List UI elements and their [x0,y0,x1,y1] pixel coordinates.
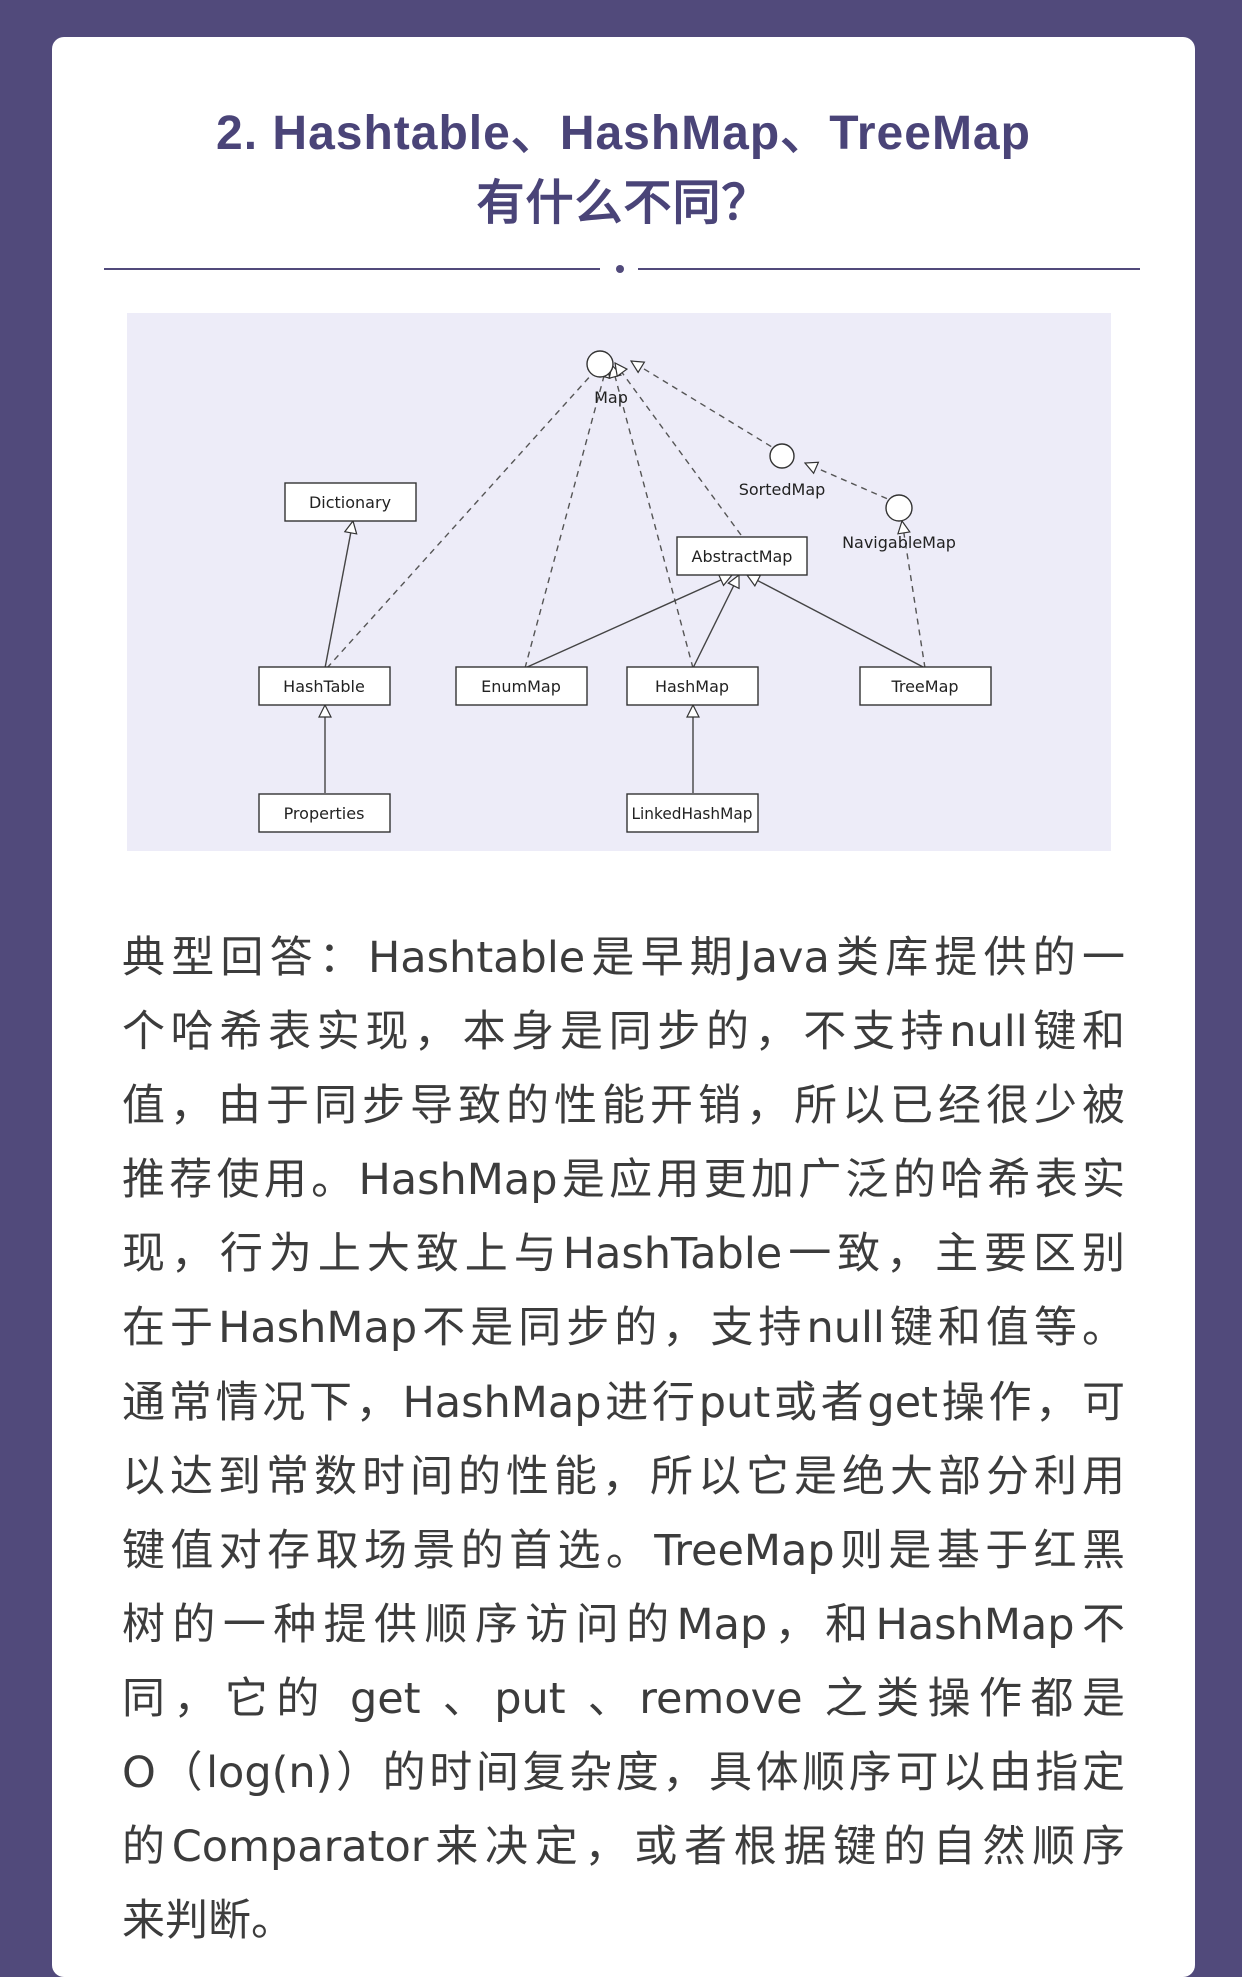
answer-line-12: O（log(n)）的时间复杂度，具体顺序可以由指定 [122,1748,1125,1799]
answer-line-6: 在于HashMap不是同步的，支持null键和值等。 [122,1303,1125,1354]
treemap-box [859,666,992,706]
answer-line-2: 个哈希表实现，本身是同步的，不支持null键和 [122,1007,1125,1058]
map-interface-circle [586,350,614,378]
enummap-label: EnumMap [481,677,561,696]
answer-line-13: 的Comparator来决定，或者根据键的自然顺序 [122,1822,1125,1873]
answer-line-1: 典型回答：Hashtable是早期Java类库提供的一 [122,933,1125,983]
abstractmap-label: AbstractMap [692,547,793,566]
enummap-to-map-link [524,365,607,669]
hashmap-to-map-link [612,365,694,669]
navigablemap-label: NavigableMap [842,533,956,552]
answer-line-8: 以达到常数时间的性能，所以它是绝大部分利用 [122,1451,1125,1502]
abstractmap-to-map-link [615,363,742,536]
sortedmap-label: SortedMap [739,480,826,499]
answer-line-7: 通常情况下，HashMap进行put或者get操作，可 [122,1377,1125,1428]
answer-line-10: 树的一种提供顺序访问的Map，和HashMap不 [122,1599,1125,1650]
answer-line-11: 同，它的 get 、put 、remove 之类操作都是 [122,1673,1125,1724]
answer-line-14: 来判断。 [122,1896,294,1947]
divider-line-right [638,268,1140,270]
answer-line-3: 值，由于同步导致的性能开销，所以已经很少被 [122,1081,1125,1132]
linkedhashmap-label: LinkedHashMap [632,804,753,823]
class-diagram: Map SortedMap NavigableMap Dictionary Ab… [127,313,1111,851]
treemap-to-abstractmap-link [747,575,926,669]
hashmap-box [626,666,759,706]
dictionary-box [284,482,417,522]
sortedmap-to-map-link [631,361,791,459]
answer-line-4: 推荐使用。HashMap是应用更加广泛的哈希表实 [122,1155,1125,1206]
dictionary-label: Dictionary [309,493,391,512]
title-line-2: 有什么不同？ [476,177,771,230]
class-diagram-svg: Map SortedMap NavigableMap Dictionary Ab… [258,350,992,833]
divider-line-left [104,268,600,270]
properties-label: Properties [284,804,365,823]
hashtable-label: HashTable [283,677,365,696]
hashtable-box [258,666,391,706]
answer-paragraph: 典型回答：Hashtable是早期Java类库提供的一 个哈希表实现，本身是同步… [122,921,1125,1958]
properties-box [258,793,391,833]
enummap-box [455,666,588,706]
map-label: Map [594,388,628,407]
hashmap-to-abstractmap-link [692,575,739,669]
linkedhashmap-box [626,793,759,833]
hashtable-to-dictionary-link [324,521,353,669]
divider-dot [616,265,624,273]
article-card: 2. Hashtable、HashMap、TreeMap 有什么不同？ [52,37,1195,1977]
treemap-to-navigablemap-link [902,521,926,669]
navigablemap-interface-circle [885,494,913,522]
hashtable-to-map-link [326,363,602,669]
answer-line-5: 现，行为上大致上与HashTable一致，主要区别 [122,1229,1125,1280]
title-line-1: 2. Hashtable、HashMap、TreeMap [216,107,1031,160]
treemap-label: TreeMap [890,677,958,696]
hashmap-label: HashMap [655,677,729,696]
abstractmap-box [676,536,808,576]
title-divider [104,259,1140,279]
enummap-to-abstractmap-link [524,575,732,669]
article-title: 2. Hashtable、HashMap、TreeMap 有什么不同？ [52,99,1195,239]
answer-line-9: 键值对存取场景的首选。TreeMap则是基于红黑 [122,1525,1125,1576]
sortedmap-interface-circle [769,443,795,469]
navigablemap-to-sortedmap-link [805,463,898,504]
